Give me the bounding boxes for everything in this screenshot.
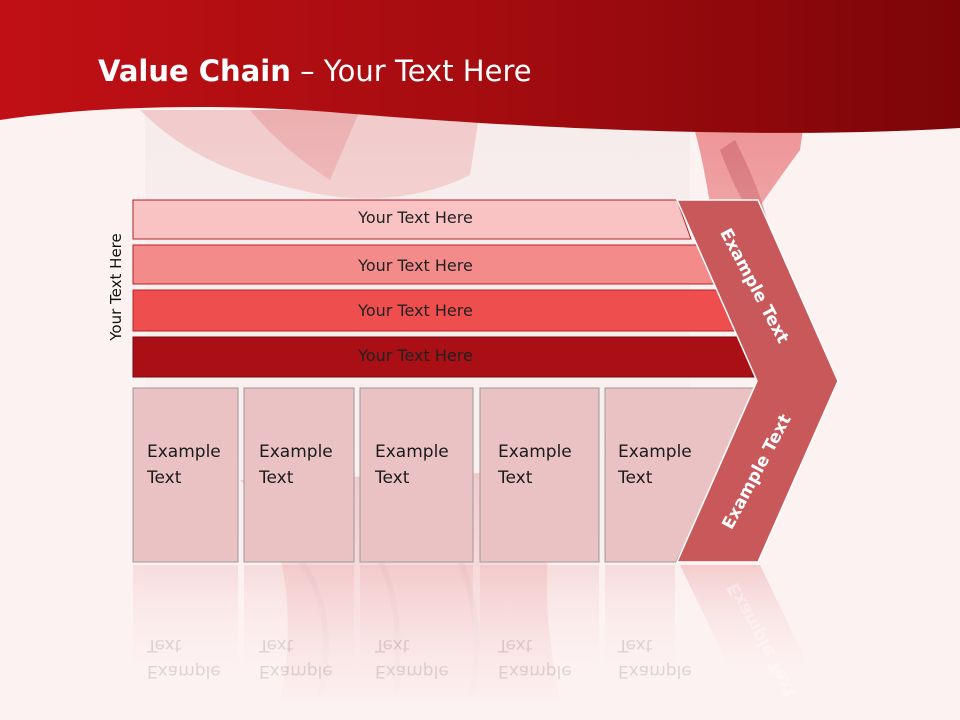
cell-row [132, 387, 760, 563]
cell-2-label: Example Text [259, 442, 333, 488]
cell-3 [359, 387, 474, 563]
bar-3-label: Your Text Here [358, 301, 473, 320]
bar-2-label: Your Text Here [358, 256, 473, 275]
cell-5-label: Example Text [618, 442, 692, 488]
cell-2-reflection: Example Text [259, 635, 333, 681]
cell-1 [132, 387, 239, 563]
cell-4-reflection: Example Text [498, 635, 572, 681]
cell-5-reflection: Example Text [618, 635, 692, 681]
chevron-arrow [675, 199, 839, 563]
header-band [0, 0, 960, 133]
bar-stack [132, 199, 764, 378]
cell-4-label: Example Text [498, 442, 572, 488]
cell-1-label: Example Text [147, 442, 221, 488]
cell-3-reflection: Example Text [375, 635, 449, 681]
side-label: Your Text Here [107, 233, 125, 341]
slide-title: Value Chain – Your Text Here [98, 54, 532, 88]
cell-4 [479, 387, 600, 563]
cell-3-label: Example Text [375, 442, 449, 488]
title-rest-part: – Your Text Here [290, 54, 532, 88]
cell-2 [243, 387, 355, 563]
bar-1 [132, 199, 692, 240]
cell-reflection [133, 565, 820, 695]
cell-1-reflection: Example Text [147, 635, 221, 681]
bar-1-label: Your Text Here [358, 208, 473, 227]
bar-4-label: Your Text Here [358, 346, 473, 365]
title-bold-part: Value Chain [98, 54, 291, 88]
